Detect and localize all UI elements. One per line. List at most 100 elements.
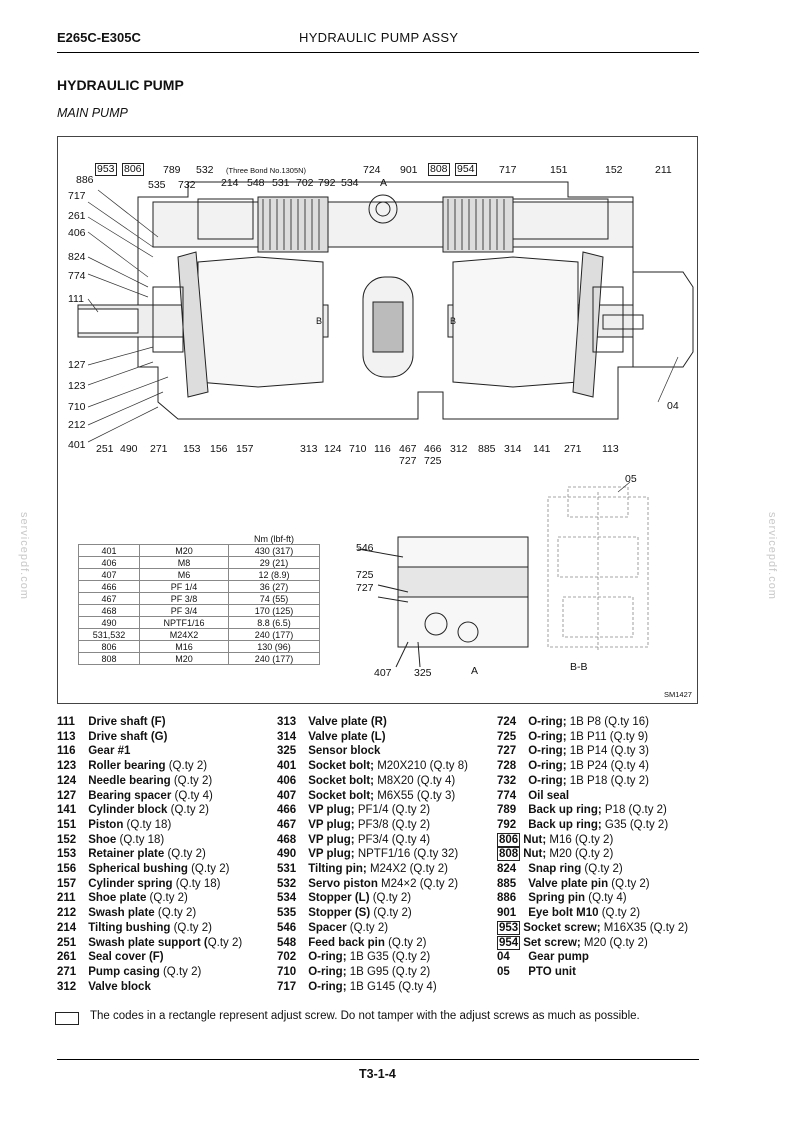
part-spec: 1B G95 (Q.ty 2) [346,965,431,978]
part-spec: 1B P8 (Q.ty 16) [566,716,649,728]
part-name: Drive shaft (F) [88,716,166,728]
label-156: 156 [210,443,228,455]
part-spec: (Q.ty 2) [187,863,230,876]
legend-item: 406 Socket bolt; M8X20 (Q.ty 4) [277,774,468,789]
part-spec: M6X55 (Q.ty 3) [374,789,456,802]
label-325: 325 [414,667,432,679]
part-spec: 1B P11 (Q.ty 9) [566,730,649,743]
part-name: O-ring; [308,980,347,993]
legend-item: 124 Needle bearing (Q.ty 2) [57,774,242,789]
part-number: 124 [57,774,77,787]
label-954-boxed: 954 [455,163,477,176]
part-number: 702 [277,951,297,964]
part-number: 466 [277,804,297,817]
label-806-boxed: 806 [122,163,144,176]
label-467: 467 [399,443,417,455]
label-727-detail: 727 [356,582,374,594]
legend-item: 212 Swash plate (Q.ty 2) [57,906,242,921]
label-123: 123 [68,380,86,392]
legend-item: 534 Stopper (L) (Q.ty 2) [277,891,468,906]
part-number: 546 [277,921,297,934]
label-127: 127 [68,359,86,371]
torque-item: 406 [78,556,140,569]
legend-item: 824 Snap ring (Q.ty 2) [497,862,688,877]
part-name: O-ring; [528,774,567,787]
part-name: O-ring; [528,730,567,743]
torque-item: 468 [78,604,140,617]
part-number: 535 [277,907,297,920]
legend-item: 314 Valve plate (L) [277,730,468,745]
part-spec: P18 (Q.ty 2) [601,804,667,817]
label-view-a: A [471,665,479,677]
part-number: 271 [57,965,77,978]
section-title: HYDRAULIC PUMP [57,77,184,93]
part-number: 214 [57,921,77,934]
part-spec: 1B P18 (Q.ty 2) [566,774,649,787]
part-number: 886 [497,892,517,905]
legend-column-1: 111 Drive shaft (F)113 Drive shaft (G)11… [57,715,242,994]
label-535: 535 [148,179,166,191]
part-spec: (Q.ty 2) [346,921,389,934]
part-name: Socket bolt; [308,774,375,787]
part-name: O-ring; [308,951,347,964]
torque-unit: Nm (lbf-ft) [228,533,320,545]
part-spec: (Q.ty 2) [154,907,197,920]
part-number: 806 [497,832,521,847]
part-number: 548 [277,936,297,949]
part-spec: PF3/8 (Q.ty 2) [354,818,431,831]
part-number: 211 [57,892,76,905]
part-name: Shoe plate [88,892,147,905]
part-name: O-ring; [528,745,567,758]
legend-item: 901 Eye bolt M10 (Q.ty 2) [497,906,688,921]
torque-size: M16 [139,640,229,653]
label-05: 05 [625,473,637,485]
label-a-arrow: A [380,177,388,189]
part-number: 251 [57,936,77,949]
part-spec: Q.ty 2) [207,936,243,949]
torque-item: 806 [78,640,140,653]
part-number: 151 [57,818,77,831]
label-534: 534 [341,177,359,189]
legend-item: 157 Cylinder spring (Q.ty 18) [57,877,242,892]
part-name: Cylinder block [88,804,168,817]
part-name: Stopper (L) [308,892,370,905]
part-name: O-ring; [528,716,567,728]
part-spec: 1B P24 (Q.ty 4) [566,760,649,773]
part-spec: M16 (Q.ty 2) [546,833,614,846]
model-code: E265C-E305C [57,30,141,45]
pump-figure: 953 806 789 532 (Three Bond No.1305N) 21… [57,136,698,704]
legend-item: 401 Socket bolt; M20X210 (Q.ty 8) [277,759,468,774]
part-name: Valve plate (L) [308,730,386,743]
label-04: 04 [667,400,679,412]
torque-size: NPTF1/16 [139,616,229,629]
legend-item: 466 VP plug; PF1/4 (Q.ty 2) [277,803,468,818]
part-spec: M8X20 (Q.ty 4) [374,774,456,787]
part-number: 116 [57,745,76,758]
part-name: VP plug; [308,848,355,861]
part-name: Spacer [308,921,347,934]
part-number: 808 [497,847,521,862]
torque-size: M20 [139,544,229,557]
part-spec: M20 (Q.ty 2) [580,936,648,949]
part-number: 123 [57,760,77,773]
label-261: 261 [68,210,86,222]
part-name: Swash plate support ( [88,936,208,949]
legend-item: 728 O-ring; 1B P24 (Q.ty 4) [497,759,688,774]
part-name: Pump casing [88,965,160,978]
part-number: 401 [277,760,297,773]
part-name: Back up ring; [528,818,602,831]
part-name: Socket bolt; [308,760,375,773]
legend-item: 156 Spherical bushing (Q.ty 2) [57,862,242,877]
torque-item: 531,532 [78,628,140,641]
label-490: 490 [120,443,138,455]
legend-item: 490 VP plug; NPTF1/16 (Q.ty 32) [277,847,468,862]
part-spec: 1B P14 (Q.ty 3) [566,745,649,758]
part-name: Piston [88,818,124,831]
legend-item: 04 Gear pump [497,950,688,965]
label-466: 466 [424,443,442,455]
part-name: VP plug; [308,804,355,817]
part-number: 532 [277,877,297,890]
part-spec: (Q.ty 18) [116,833,165,846]
label-b-left: B [316,316,323,326]
